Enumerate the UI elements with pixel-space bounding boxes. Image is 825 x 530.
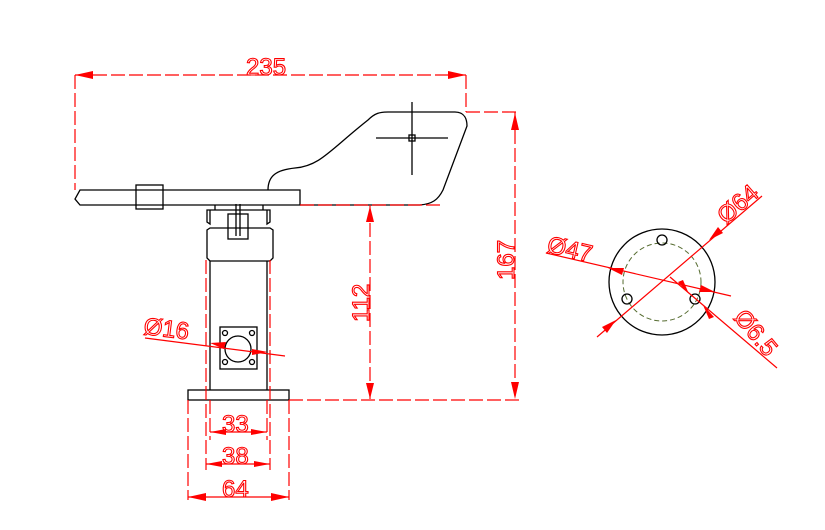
connector-socket: [224, 335, 252, 363]
mounting-hole: [656, 234, 668, 246]
bolt-circle: [622, 242, 702, 322]
dim-arm-height: 112: [348, 284, 375, 322]
dim-body-width: 38: [222, 443, 249, 470]
hub-cap: [206, 205, 271, 226]
hub-slot: [227, 213, 249, 240]
dim-overall-height: 167: [493, 240, 520, 280]
connector-screw: [248, 329, 256, 337]
vane-arm: [74, 189, 301, 206]
connector-screw: [221, 358, 229, 366]
counterweight: [135, 184, 164, 210]
connector-screw: [248, 358, 256, 366]
dim-bolt-circle: Ø47: [545, 232, 595, 269]
base-outer-circle: [608, 228, 716, 336]
fin-center-mark: [408, 134, 416, 142]
dim-inner-width: 33: [222, 411, 249, 438]
bottom-view: [608, 228, 716, 336]
side-view: [74, 102, 468, 401]
connector-screw: [221, 329, 229, 337]
side-view-dimensions: 235 167 112 Ø16 33: [74, 53, 521, 504]
base-plate: [187, 389, 290, 401]
dim-base-width: 64: [222, 476, 249, 503]
mounting-hole: [689, 293, 701, 305]
vane-fin: [267, 111, 468, 206]
dim-overall-length: 235: [246, 54, 286, 81]
bottom-view-dimensions: Ø64 Ø47 Ø6.5: [544, 179, 783, 369]
dim-outer-diameter: Ø64: [712, 179, 764, 229]
mounting-hole: [621, 293, 633, 305]
dim-connector-diameter: Ø16: [142, 313, 190, 345]
